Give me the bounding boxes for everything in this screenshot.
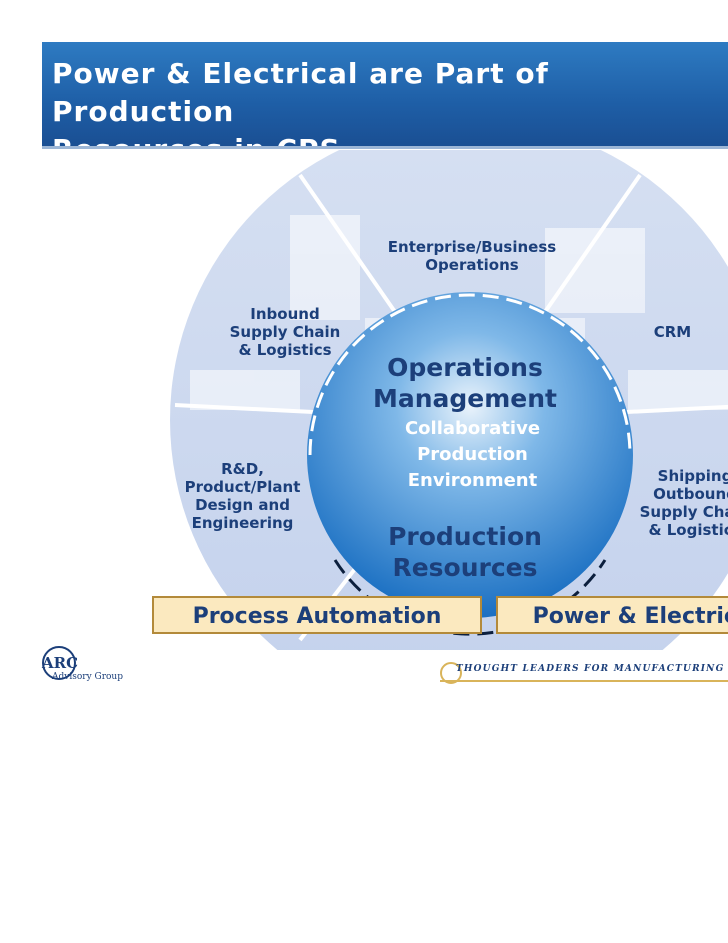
slide: Power & Electrical are Part of Productio…	[40, 42, 728, 684]
arc-logo: ARC Advisory Group	[40, 644, 123, 684]
title-underline	[42, 146, 728, 149]
collaborative-production-label: Collaborative Production Environment	[404, 418, 541, 491]
production-resources-label: Production Resources	[388, 522, 542, 582]
tagline-swoosh-icon	[440, 662, 462, 684]
segment-grid-textures	[190, 215, 728, 410]
footer-tagline: THOUGHT LEADERS FOR MANUFACTURING & SUPP…	[440, 662, 728, 684]
segment-rnd-label: R&D, Product/Plant Design and Engineerin…	[184, 460, 301, 532]
segment-crm-label: CRM	[653, 323, 692, 341]
segment-inbound-label: Inbound Supply Chain & Logistics	[229, 305, 341, 359]
operations-management-label: Operations Management	[372, 353, 558, 413]
arc-logo-subtext: Advisory Group	[52, 672, 123, 682]
slide-title: Power & Electrical are Part of Productio…	[52, 57, 549, 166]
tagline-rule	[440, 680, 728, 682]
cps-diagram	[170, 150, 728, 650]
title-bar	[42, 42, 728, 146]
process-automation-banner: Process Automation	[152, 596, 482, 634]
core-dashed-arc-top	[308, 293, 632, 456]
segment-shipping-label: Shipping Outbound Supply Chain & Logisti…	[639, 467, 728, 539]
segment-enterprise-label: Enterprise/Business Operations	[387, 238, 557, 274]
power-electrical-banner: Power & Electrical	[496, 596, 728, 634]
tagline-text: THOUGHT LEADERS FOR MANUFACTURING & SUPP…	[456, 664, 728, 674]
core-dashed-arc-bottom	[333, 559, 607, 636]
arc-logo-text: ARC	[42, 654, 79, 672]
core-circle	[307, 292, 633, 618]
arc-logo-ring-icon	[42, 646, 76, 680]
